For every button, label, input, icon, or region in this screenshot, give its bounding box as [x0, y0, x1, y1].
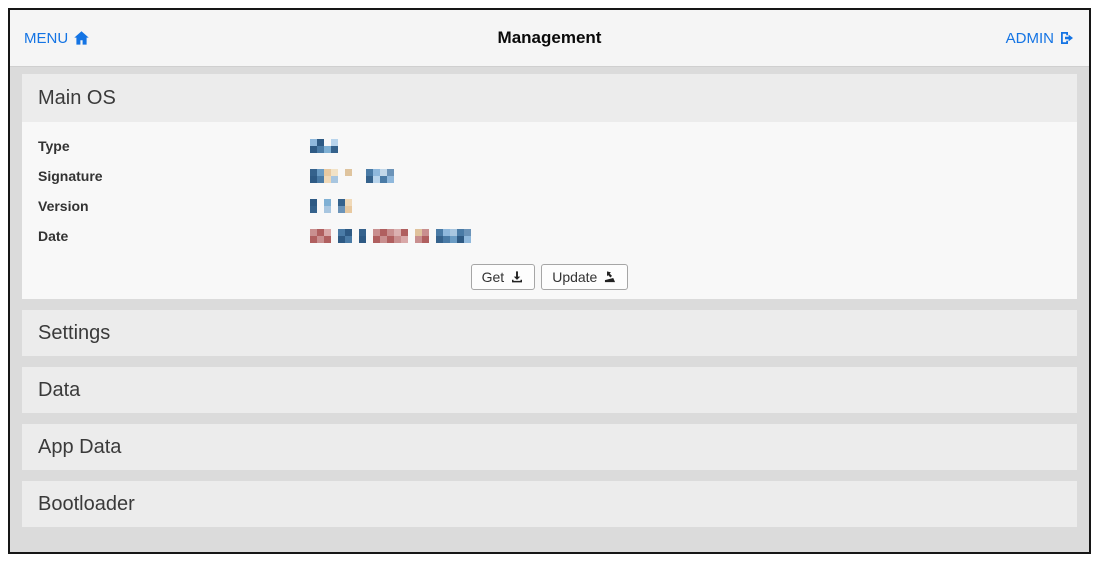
section-title-app-data: App Data	[38, 435, 122, 458]
field-label-signature: Signature	[38, 168, 103, 184]
field-label-date: Date	[38, 228, 69, 244]
header-left: MENU	[24, 30, 498, 47]
field-value-type-redacted	[310, 139, 338, 153]
update-button-label: Update	[552, 269, 598, 285]
download-icon	[510, 270, 524, 284]
field-value-signature-redacted	[310, 169, 394, 183]
upload-icon	[603, 270, 617, 284]
field-row-version: Version	[38, 198, 1061, 228]
field-row-date: Date	[38, 228, 1061, 258]
main-os-button-row: Get Update	[38, 264, 1061, 290]
field-label-version: Version	[38, 198, 89, 214]
section-title-main-os: Main OS	[38, 86, 116, 109]
admin-link-label: ADMIN	[1005, 29, 1055, 47]
admin-link[interactable]: ADMIN	[1006, 30, 1075, 47]
update-button[interactable]: Update	[541, 264, 629, 290]
section-header-data[interactable]: Data	[22, 367, 1077, 413]
field-value-version-redacted	[310, 199, 352, 213]
header-bar: MENU Management ADMIN	[10, 10, 1089, 67]
field-row-signature: Signature	[38, 168, 1061, 198]
sign-out-icon	[1059, 30, 1075, 46]
section-title-bootloader: Bootloader	[38, 492, 135, 515]
get-button-label: Get	[481, 269, 505, 285]
get-button[interactable]: Get	[470, 264, 536, 290]
section-body-main-os: Type Signature Version Date Get	[22, 122, 1077, 299]
menu-link-label: MENU	[24, 29, 69, 47]
field-label-type: Type	[38, 138, 70, 154]
home-icon	[73, 30, 90, 46]
section-header-main-os[interactable]: Main OS	[22, 74, 1077, 122]
section-title-data: Data	[38, 378, 81, 401]
field-value-date-redacted	[310, 229, 478, 243]
section-header-app-data[interactable]: App Data	[22, 424, 1077, 470]
field-row-type: Type	[38, 138, 1061, 168]
menu-link[interactable]: MENU	[24, 30, 90, 47]
section-header-bootloader[interactable]: Bootloader	[22, 481, 1077, 527]
header-right: ADMIN	[601, 30, 1075, 47]
page-title: Management	[497, 28, 602, 47]
section-title-settings: Settings	[38, 321, 111, 344]
content-area: Main OS Type Signature Version Date Get	[10, 67, 1089, 552]
app-window: MENU Management ADMIN Main OS Type	[8, 8, 1091, 554]
section-header-settings[interactable]: Settings	[22, 310, 1077, 356]
